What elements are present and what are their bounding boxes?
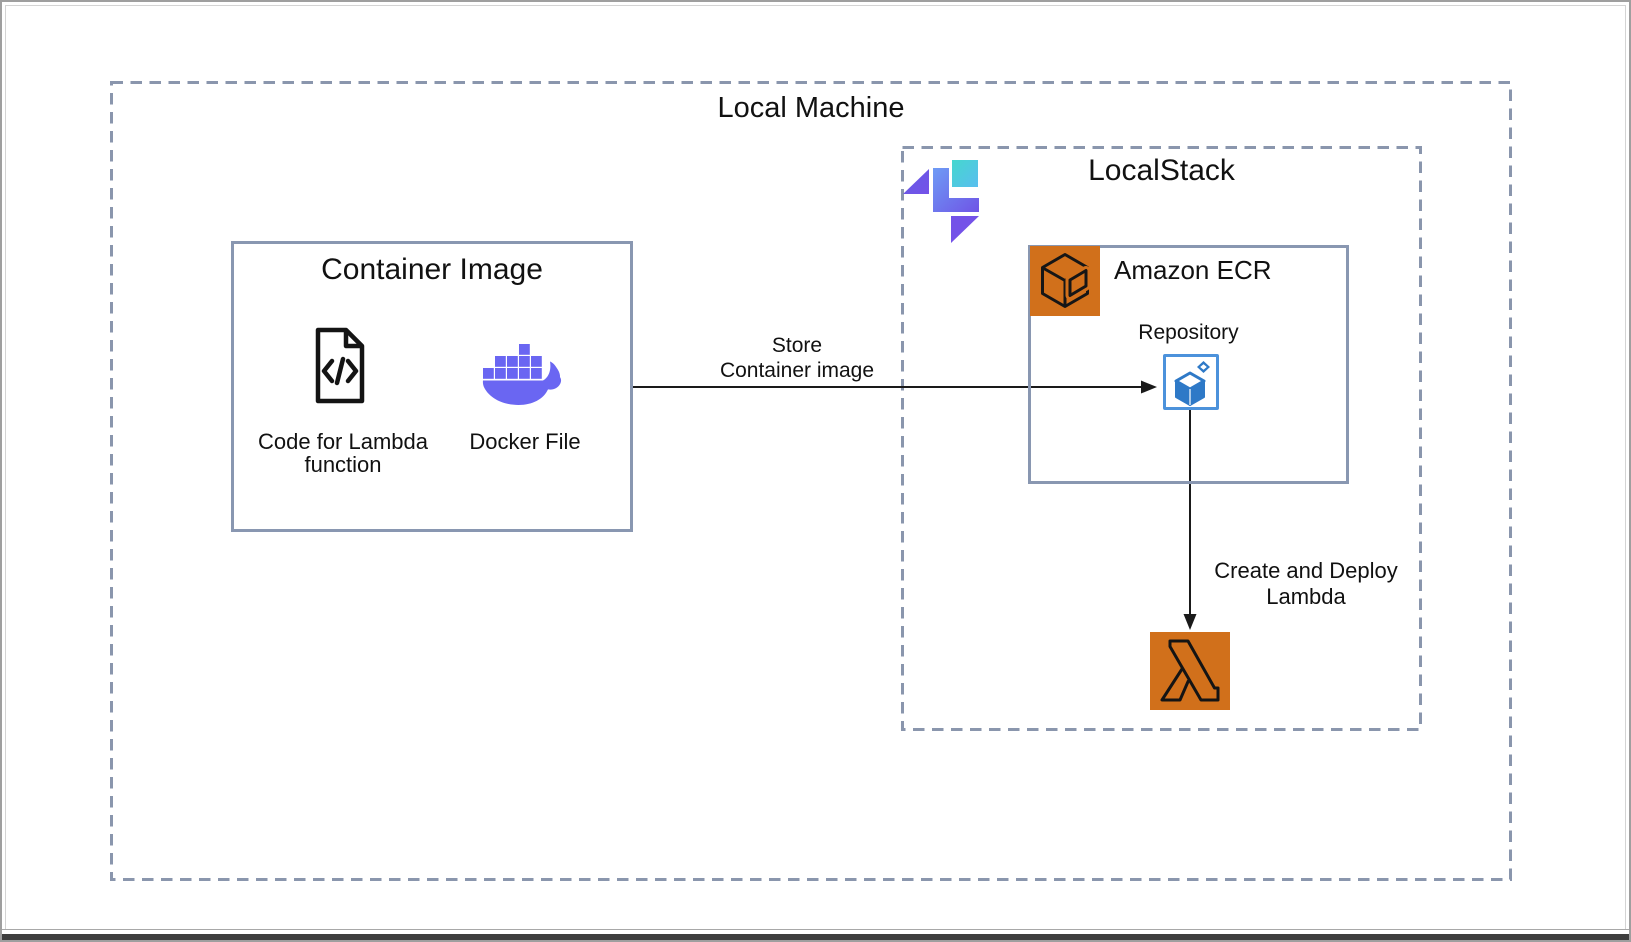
localstack-box: LocalStack [901,146,1422,731]
window-bottom-line [2,929,1629,930]
container-image-title: Container Image [321,253,543,286]
aws-lambda-icon [1150,632,1230,710]
amazon-ecr-title: Amazon ECR [1114,255,1272,285]
container-image-box: Container Image Code for Lambd [231,241,633,532]
amazon-ecr-box: Amazon ECR Repository [1028,245,1349,484]
docker-icon [482,344,562,405]
code-file-label: Code for Lambda function [258,429,428,477]
deploy-arrow-label: Create and Deploy Lambda [1214,558,1398,609]
amazon-ecr-icon [1030,246,1100,316]
ecr-repository-icon [1163,354,1219,410]
code-file-icon [315,327,365,404]
localstack-logo [903,160,979,243]
repository-label: Repository [1138,321,1239,344]
store-arrow-label: Store Container image [719,334,875,382]
window-bottom-bar [2,934,1629,940]
localstack-title: LocalStack [1088,154,1235,187]
repository-cube-glyph [1174,361,1210,406]
local-machine-title: Local Machine [717,92,905,124]
docker-file-label: Docker File [469,429,581,454]
